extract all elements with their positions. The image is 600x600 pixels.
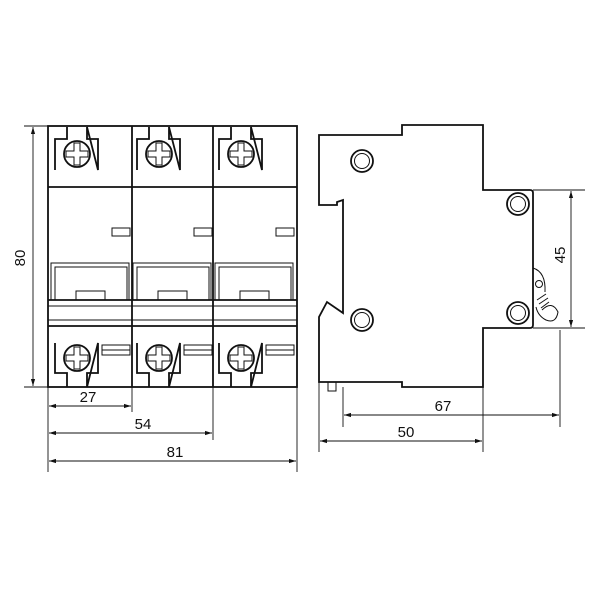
dim-label-50: 50 (398, 424, 415, 441)
pole-3 (215, 127, 294, 387)
pole-2 (133, 127, 212, 387)
dim-label-height: 80 (12, 250, 29, 267)
dim-label-67: 67 (435, 398, 452, 415)
side-outline (318, 124, 534, 388)
side-view: 45 67 50 (318, 124, 585, 452)
dim-label-81: 81 (167, 444, 184, 461)
mount-holes (350, 149, 530, 332)
dimension-widths: 27 54 81 (47, 387, 298, 472)
front-view: 80 27 54 81 (12, 125, 298, 472)
dim-label-27: 27 (80, 389, 97, 406)
rail-clip (327, 381, 337, 392)
dim-label-54: 54 (135, 416, 152, 433)
dimension-total-depth: 67 (342, 330, 561, 427)
dimension-rail-depth: 50 (318, 382, 484, 452)
pole-1 (51, 127, 130, 387)
front-outline (47, 125, 298, 388)
dimension-front-height: 45 (533, 189, 585, 329)
dim-label-45: 45 (552, 247, 569, 264)
dimension-height: 80 (12, 125, 48, 388)
toggle-handle (532, 267, 559, 322)
